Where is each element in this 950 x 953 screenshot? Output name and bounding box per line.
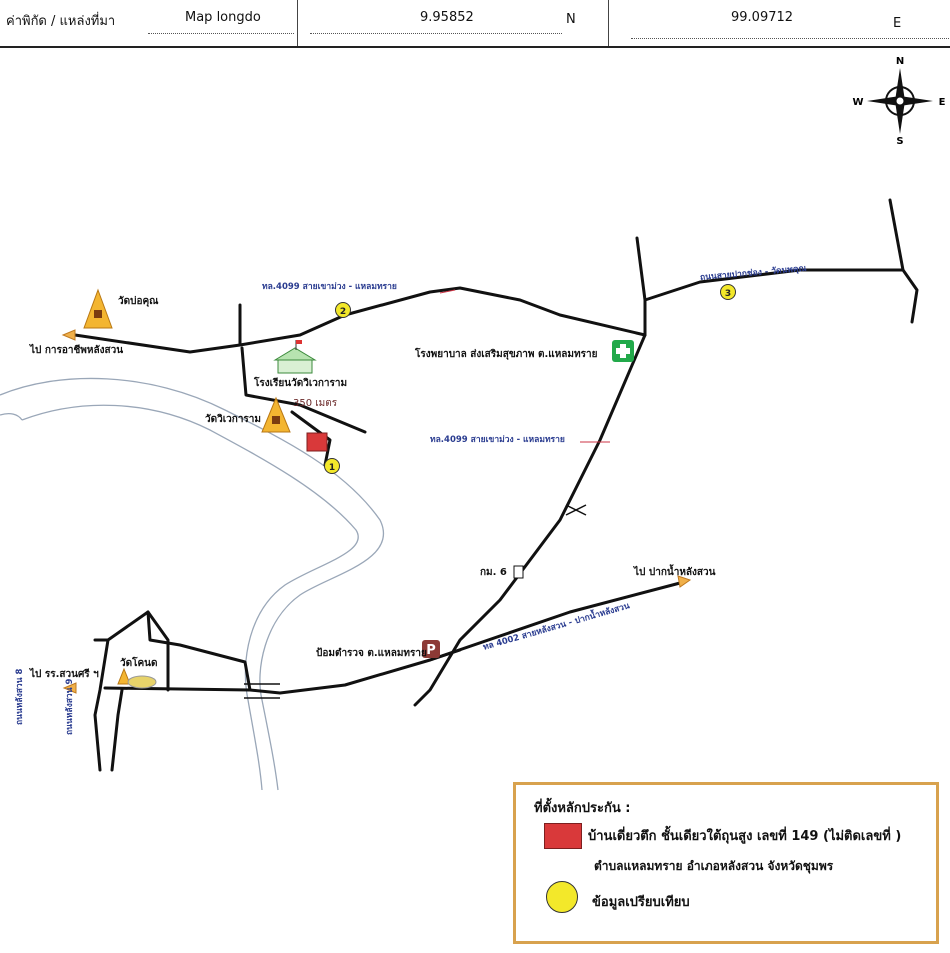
hospital-icon bbox=[612, 340, 634, 362]
svg-text:1: 1 bbox=[329, 463, 335, 473]
temple-icon bbox=[117, 667, 157, 689]
legend-property-swatch bbox=[544, 823, 582, 849]
label-km-marker: กม. 6 bbox=[480, 567, 507, 578]
label-wat-khok: วัดโคนด bbox=[120, 658, 158, 669]
latitude-direction: N bbox=[566, 12, 576, 27]
legend-comparable-swatch bbox=[546, 881, 578, 913]
police-icon: P bbox=[422, 640, 440, 658]
direction-arrows bbox=[61, 289, 692, 694]
header-divider bbox=[297, 0, 298, 46]
svg-text:N: N bbox=[896, 56, 904, 67]
label-wat-wiwek: วัดวิเวการาม bbox=[205, 414, 262, 425]
svg-text:S: S bbox=[896, 136, 903, 147]
label-wat-bo-khun: วัดบ่อคุณ bbox=[118, 296, 159, 307]
latitude-value: 9.95852 bbox=[420, 10, 474, 25]
compass-icon: N S W E bbox=[852, 56, 945, 147]
svg-text:W: W bbox=[852, 97, 863, 108]
legend-property-line1: บ้านเดี่ยวตึก ชั้นเดียวใต้ถุนสูง เลขที่ … bbox=[588, 829, 902, 844]
legend-property-line2: ตำบลแหลมทราย อำเภอหลังสวน จังหวัดชุมพร bbox=[594, 859, 834, 873]
source-underline bbox=[148, 33, 294, 34]
legend-comparable-label: ข้อมูลเปรียบเทียบ bbox=[592, 895, 690, 910]
label-distance: 350 เมตร bbox=[293, 398, 338, 409]
temple-icon bbox=[261, 396, 291, 433]
longitude-direction: E bbox=[893, 16, 902, 31]
svg-text:E: E bbox=[939, 97, 946, 108]
comparable-marker-1: 1 bbox=[324, 458, 340, 474]
comparable-marker-2: 2 bbox=[335, 302, 351, 318]
km-post-icon bbox=[513, 565, 524, 579]
river bbox=[0, 377, 384, 791]
header-divider bbox=[608, 0, 609, 46]
roads bbox=[73, 198, 919, 772]
road-label-langsuan-b: ถนนหลังสวน 9 bbox=[65, 678, 75, 735]
comparable-marker-3: 3 bbox=[720, 284, 736, 300]
legend: ที่ตั้งหลักประกัน : บ้านเดี่ยวตึก ชั้นเด… bbox=[513, 782, 939, 944]
road-label-4099-mid: ทล.4099 สายเขาม่วง - แหลมทราย bbox=[430, 435, 565, 445]
label-to-paknam: ไป ปากน้ำหลังสวน bbox=[634, 567, 716, 578]
label-hospital: โรงพยาบาล ส่งเสริมสุขภาพ ต.แหลมทราย bbox=[415, 349, 598, 360]
coordinate-header: ค่าพิกัด / แหล่งที่มา Map longdo 9.95852… bbox=[0, 0, 950, 48]
road-label-4099-top: ทล.4099 สายเขาม่วง - แหลมทราย bbox=[262, 282, 397, 292]
school-icon bbox=[273, 340, 317, 374]
svg-text:2: 2 bbox=[340, 307, 346, 317]
label-to-school-suan: ไป รร.สวนศรี ฯ bbox=[30, 669, 99, 680]
road-label-langsuan-a: ถนนหลังสวน 8 bbox=[15, 668, 25, 725]
longitude-underline bbox=[631, 38, 949, 39]
source-value: Map longdo bbox=[185, 10, 261, 25]
svg-text:P: P bbox=[426, 643, 436, 658]
property-marker bbox=[306, 432, 328, 452]
label-school: โรงเรียนวัดวิเวการาม bbox=[254, 378, 348, 389]
temple-icon bbox=[83, 288, 113, 329]
label-police-box: ป้อมตำรวจ ต.แหลมทราย bbox=[316, 648, 427, 659]
longitude-value: 99.09712 bbox=[731, 10, 794, 25]
label-to-karosin: ไป การอาชีพหลังสวน bbox=[30, 345, 124, 356]
svg-text:3: 3 bbox=[725, 289, 731, 299]
legend-title: ที่ตั้งหลักประกัน : bbox=[534, 801, 631, 816]
latitude-underline bbox=[310, 33, 562, 34]
coord-source-label: ค่าพิกัด / แหล่งที่มา bbox=[6, 14, 116, 29]
bridge bbox=[244, 504, 587, 699]
